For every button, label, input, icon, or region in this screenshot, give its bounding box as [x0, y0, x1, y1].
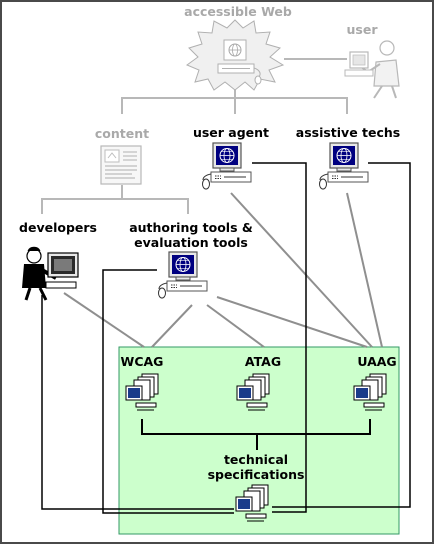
- globe-starburst-icon: [185, 19, 285, 91]
- user-agent-computer-icon: [201, 142, 252, 190]
- assistive-techs-label: assistive techs: [295, 125, 401, 140]
- technical-specifications-label-line1: technical: [223, 452, 289, 467]
- connector-developers-specs: [41, 295, 234, 510]
- connector-user-agent-specs: [252, 162, 307, 513]
- content-document-icon: [100, 145, 142, 185]
- connector-assistive-uaag: [346, 192, 383, 348]
- authoring-tools-label-line2: evaluation tools: [134, 235, 248, 250]
- connector-hidden: [207, 163, 307, 347]
- connector-tools-wcag: [151, 304, 193, 348]
- user-label: user: [346, 22, 378, 37]
- authoring-tools-computer-icon: [157, 251, 208, 299]
- accessible-web-label: accessible Web: [184, 4, 292, 19]
- developer-at-computer-icon: [22, 246, 79, 301]
- wcag-label: WCAG: [120, 354, 164, 369]
- user-at-computer-icon: [344, 40, 400, 99]
- uaag-label: UAAG: [357, 354, 397, 369]
- connector-tools-uaag: [216, 296, 368, 348]
- technical-specifications-label-line2: specifications: [207, 467, 305, 482]
- atag-label: ATAG: [244, 354, 282, 369]
- connector-tools-specs: [102, 269, 234, 514]
- connector-content-branch: [41, 198, 189, 214]
- connector-assistive-specs: [272, 162, 411, 508]
- content-label: content: [94, 126, 150, 141]
- connector-user-agent-uaag: [230, 192, 373, 348]
- developers-label: developers: [19, 220, 97, 235]
- assistive-techs-computer-icon: [318, 142, 369, 190]
- user-agent-label: user agent: [192, 125, 270, 140]
- connector-tools-atag: [206, 304, 265, 348]
- connector-developers-wcag: [63, 292, 145, 348]
- authoring-tools-label-line1: authoring tools &: [129, 220, 253, 235]
